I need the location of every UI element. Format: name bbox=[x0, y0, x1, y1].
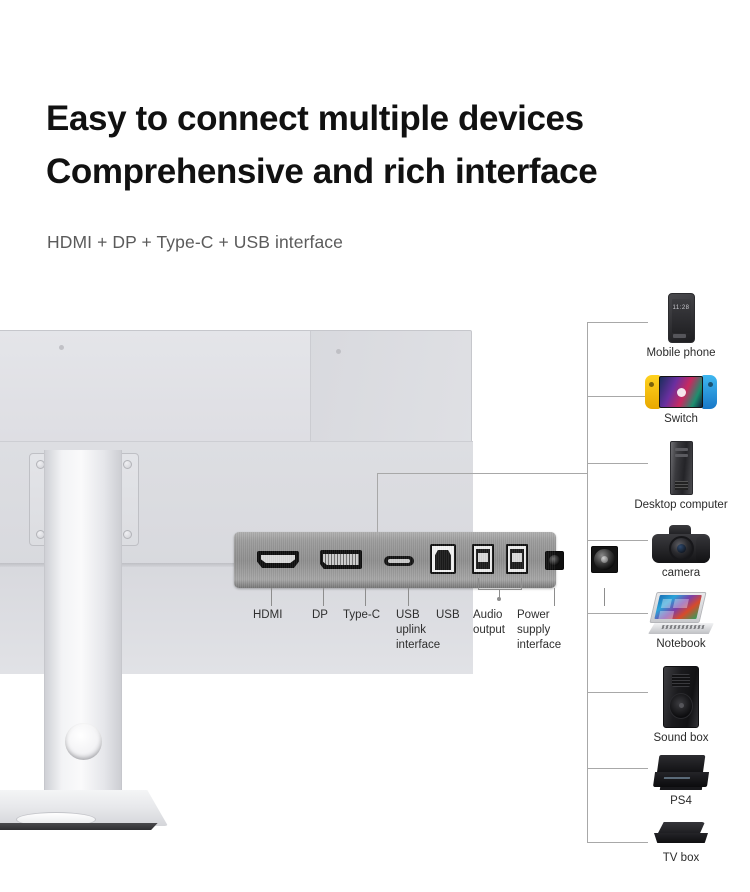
device-label-desktop-computer: Desktop computer bbox=[634, 499, 728, 511]
dc-power-jack-icon bbox=[591, 546, 618, 573]
leader-dot-usb bbox=[497, 597, 501, 601]
laptop-icon bbox=[648, 592, 714, 634]
connector-branch-camera bbox=[587, 540, 648, 542]
device-label-tv-box: TV box bbox=[662, 852, 700, 864]
leader-line-usb bbox=[499, 590, 501, 600]
mobile-phone-icon: 11:28 bbox=[667, 293, 695, 343]
port-label-hdmi: HDMI bbox=[253, 609, 283, 621]
vesa-screw-top-right bbox=[123, 460, 132, 469]
port-label-typec: Type-C bbox=[343, 609, 381, 621]
playstation-console-icon bbox=[652, 755, 710, 791]
cable-management-hole bbox=[65, 723, 102, 760]
device-item-notebook: Notebook bbox=[615, 592, 747, 650]
device-item-camera: camera bbox=[615, 525, 747, 579]
loudspeaker-icon bbox=[663, 666, 699, 728]
device-item-tv-box: TV box bbox=[615, 822, 747, 864]
stand-base-foot bbox=[0, 823, 158, 830]
hdmi-port-icon bbox=[257, 551, 299, 568]
leader-line-typec bbox=[365, 588, 367, 606]
connector-branch-mobile-phone bbox=[587, 322, 648, 324]
leader-line-usb-uplink bbox=[408, 588, 410, 606]
panel-upper-section bbox=[0, 331, 311, 441]
usb-type-a-port-icon-1 bbox=[472, 544, 494, 574]
device-label-switch: Switch bbox=[664, 413, 698, 425]
page-title-line-2: Comprehensive and rich interface bbox=[46, 152, 598, 191]
leader-line-hdmi bbox=[271, 588, 273, 606]
connector-branch-switch bbox=[587, 396, 648, 398]
panel-marking-dot-right bbox=[336, 349, 341, 354]
device-label-notebook: Notebook bbox=[656, 638, 706, 650]
leader-line-power bbox=[604, 588, 606, 606]
displayport-port-icon bbox=[320, 550, 362, 569]
game-console-switch-icon bbox=[645, 375, 717, 409]
port-label-usb-uplink: USB uplink interface bbox=[396, 609, 441, 652]
port-label-usb: USB bbox=[436, 609, 460, 621]
device-item-sound-box: Sound box bbox=[615, 666, 747, 744]
tv-box-icon bbox=[654, 822, 708, 848]
page-title-line-1: Easy to connect multiple devices bbox=[46, 99, 584, 138]
connector-branch-sound-box bbox=[587, 692, 648, 694]
panel-marking-dot-left bbox=[59, 345, 64, 350]
device-label-sound-box: Sound box bbox=[653, 732, 709, 744]
leader-bracket-usb bbox=[478, 578, 522, 590]
connector-branch-desktop-computer bbox=[587, 463, 648, 465]
device-label-ps4: PS4 bbox=[670, 795, 692, 807]
usb-type-a-port-icon-2 bbox=[506, 544, 528, 574]
io-port-panel bbox=[234, 532, 618, 588]
device-item-switch: Switch bbox=[615, 375, 747, 425]
device-item-ps4: PS4 bbox=[615, 755, 747, 807]
connector-feed-horizontal bbox=[377, 473, 588, 475]
device-label-camera: camera bbox=[661, 567, 701, 579]
port-label-power: Power supply interface bbox=[517, 609, 562, 652]
dslr-camera-icon bbox=[652, 525, 710, 563]
port-label-dp: DP bbox=[312, 609, 328, 621]
monitor-stand-base bbox=[0, 790, 168, 832]
connector-branch-notebook bbox=[587, 613, 648, 615]
leader-line-audio bbox=[554, 588, 556, 606]
leader-line-dp bbox=[323, 588, 325, 606]
page-subtitle: HDMI + DP + Type-C + USB interface bbox=[47, 232, 343, 252]
connector-feed-vertical bbox=[377, 473, 379, 535]
usb-type-c-port-icon bbox=[384, 556, 414, 566]
connector-spine bbox=[587, 322, 589, 842]
audio-jack-port-icon bbox=[545, 551, 564, 570]
device-item-desktop-computer: Desktop computer bbox=[615, 441, 747, 511]
desktop-tower-icon bbox=[669, 441, 693, 495]
usb-type-b-port-icon bbox=[430, 544, 456, 574]
device-label-mobile-phone: Mobile phone bbox=[646, 347, 716, 359]
port-label-audio: Audio output bbox=[473, 609, 505, 637]
connector-branch-tv-box bbox=[587, 842, 648, 844]
connector-branch-ps4 bbox=[587, 768, 648, 770]
device-item-mobile-phone: 11:28 Mobile phone bbox=[615, 293, 747, 359]
vesa-screw-bottom-right bbox=[123, 530, 132, 539]
